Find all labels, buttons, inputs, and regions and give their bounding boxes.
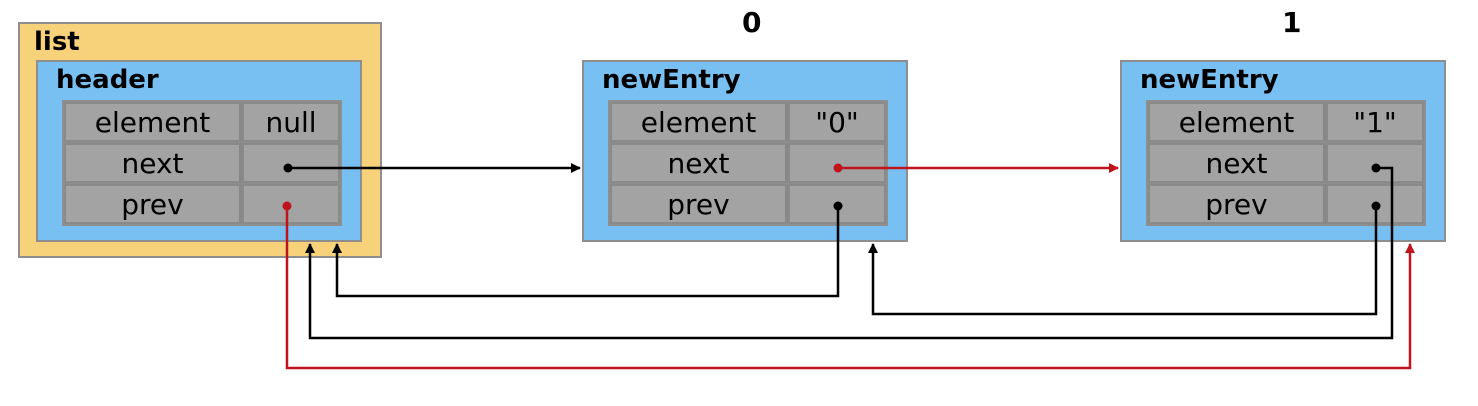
entry-label: newEntry [1140,65,1279,95]
entry-label: newEntry [602,65,741,95]
field-row-element: element "0" [610,102,886,142]
field-value [242,143,340,183]
entry-fields: element "0" next prev [608,100,888,226]
entry-index-label: 0 [742,6,762,39]
field-row-next: next [1148,143,1424,183]
list-label: list [34,27,80,57]
field-name: element [1148,102,1326,142]
field-value [788,184,886,224]
field-name: element [610,102,788,142]
header-label: header [56,65,159,95]
field-name: next [610,143,788,183]
field-value [1326,143,1424,183]
field-row-next: next [610,143,886,183]
field-value [788,143,886,183]
field-row-prev: prev [1148,184,1424,224]
field-name: next [1148,143,1326,183]
field-value: "1" [1326,102,1424,142]
field-row-prev: prev [610,184,886,224]
header-node: header element null next prev [36,60,362,242]
field-row-element: element "1" [1148,102,1424,142]
field-value: "0" [788,102,886,142]
field-value: null [242,102,340,142]
entry-node-0: newEntry element "0" next prev [582,60,908,242]
field-row-prev: prev [64,184,340,224]
entry-index-label: 1 [1282,6,1302,39]
field-name: prev [610,184,788,224]
field-row-next: next [64,143,340,183]
field-name: element [64,102,242,142]
field-value [242,184,340,224]
field-row-element: element null [64,102,340,142]
entry-node-1: newEntry element "1" next prev [1120,60,1446,242]
field-value [1326,184,1424,224]
field-name: next [64,143,242,183]
field-name: prev [64,184,242,224]
field-name: prev [1148,184,1326,224]
header-fields: element null next prev [62,100,342,226]
entry-fields: element "1" next prev [1146,100,1426,226]
